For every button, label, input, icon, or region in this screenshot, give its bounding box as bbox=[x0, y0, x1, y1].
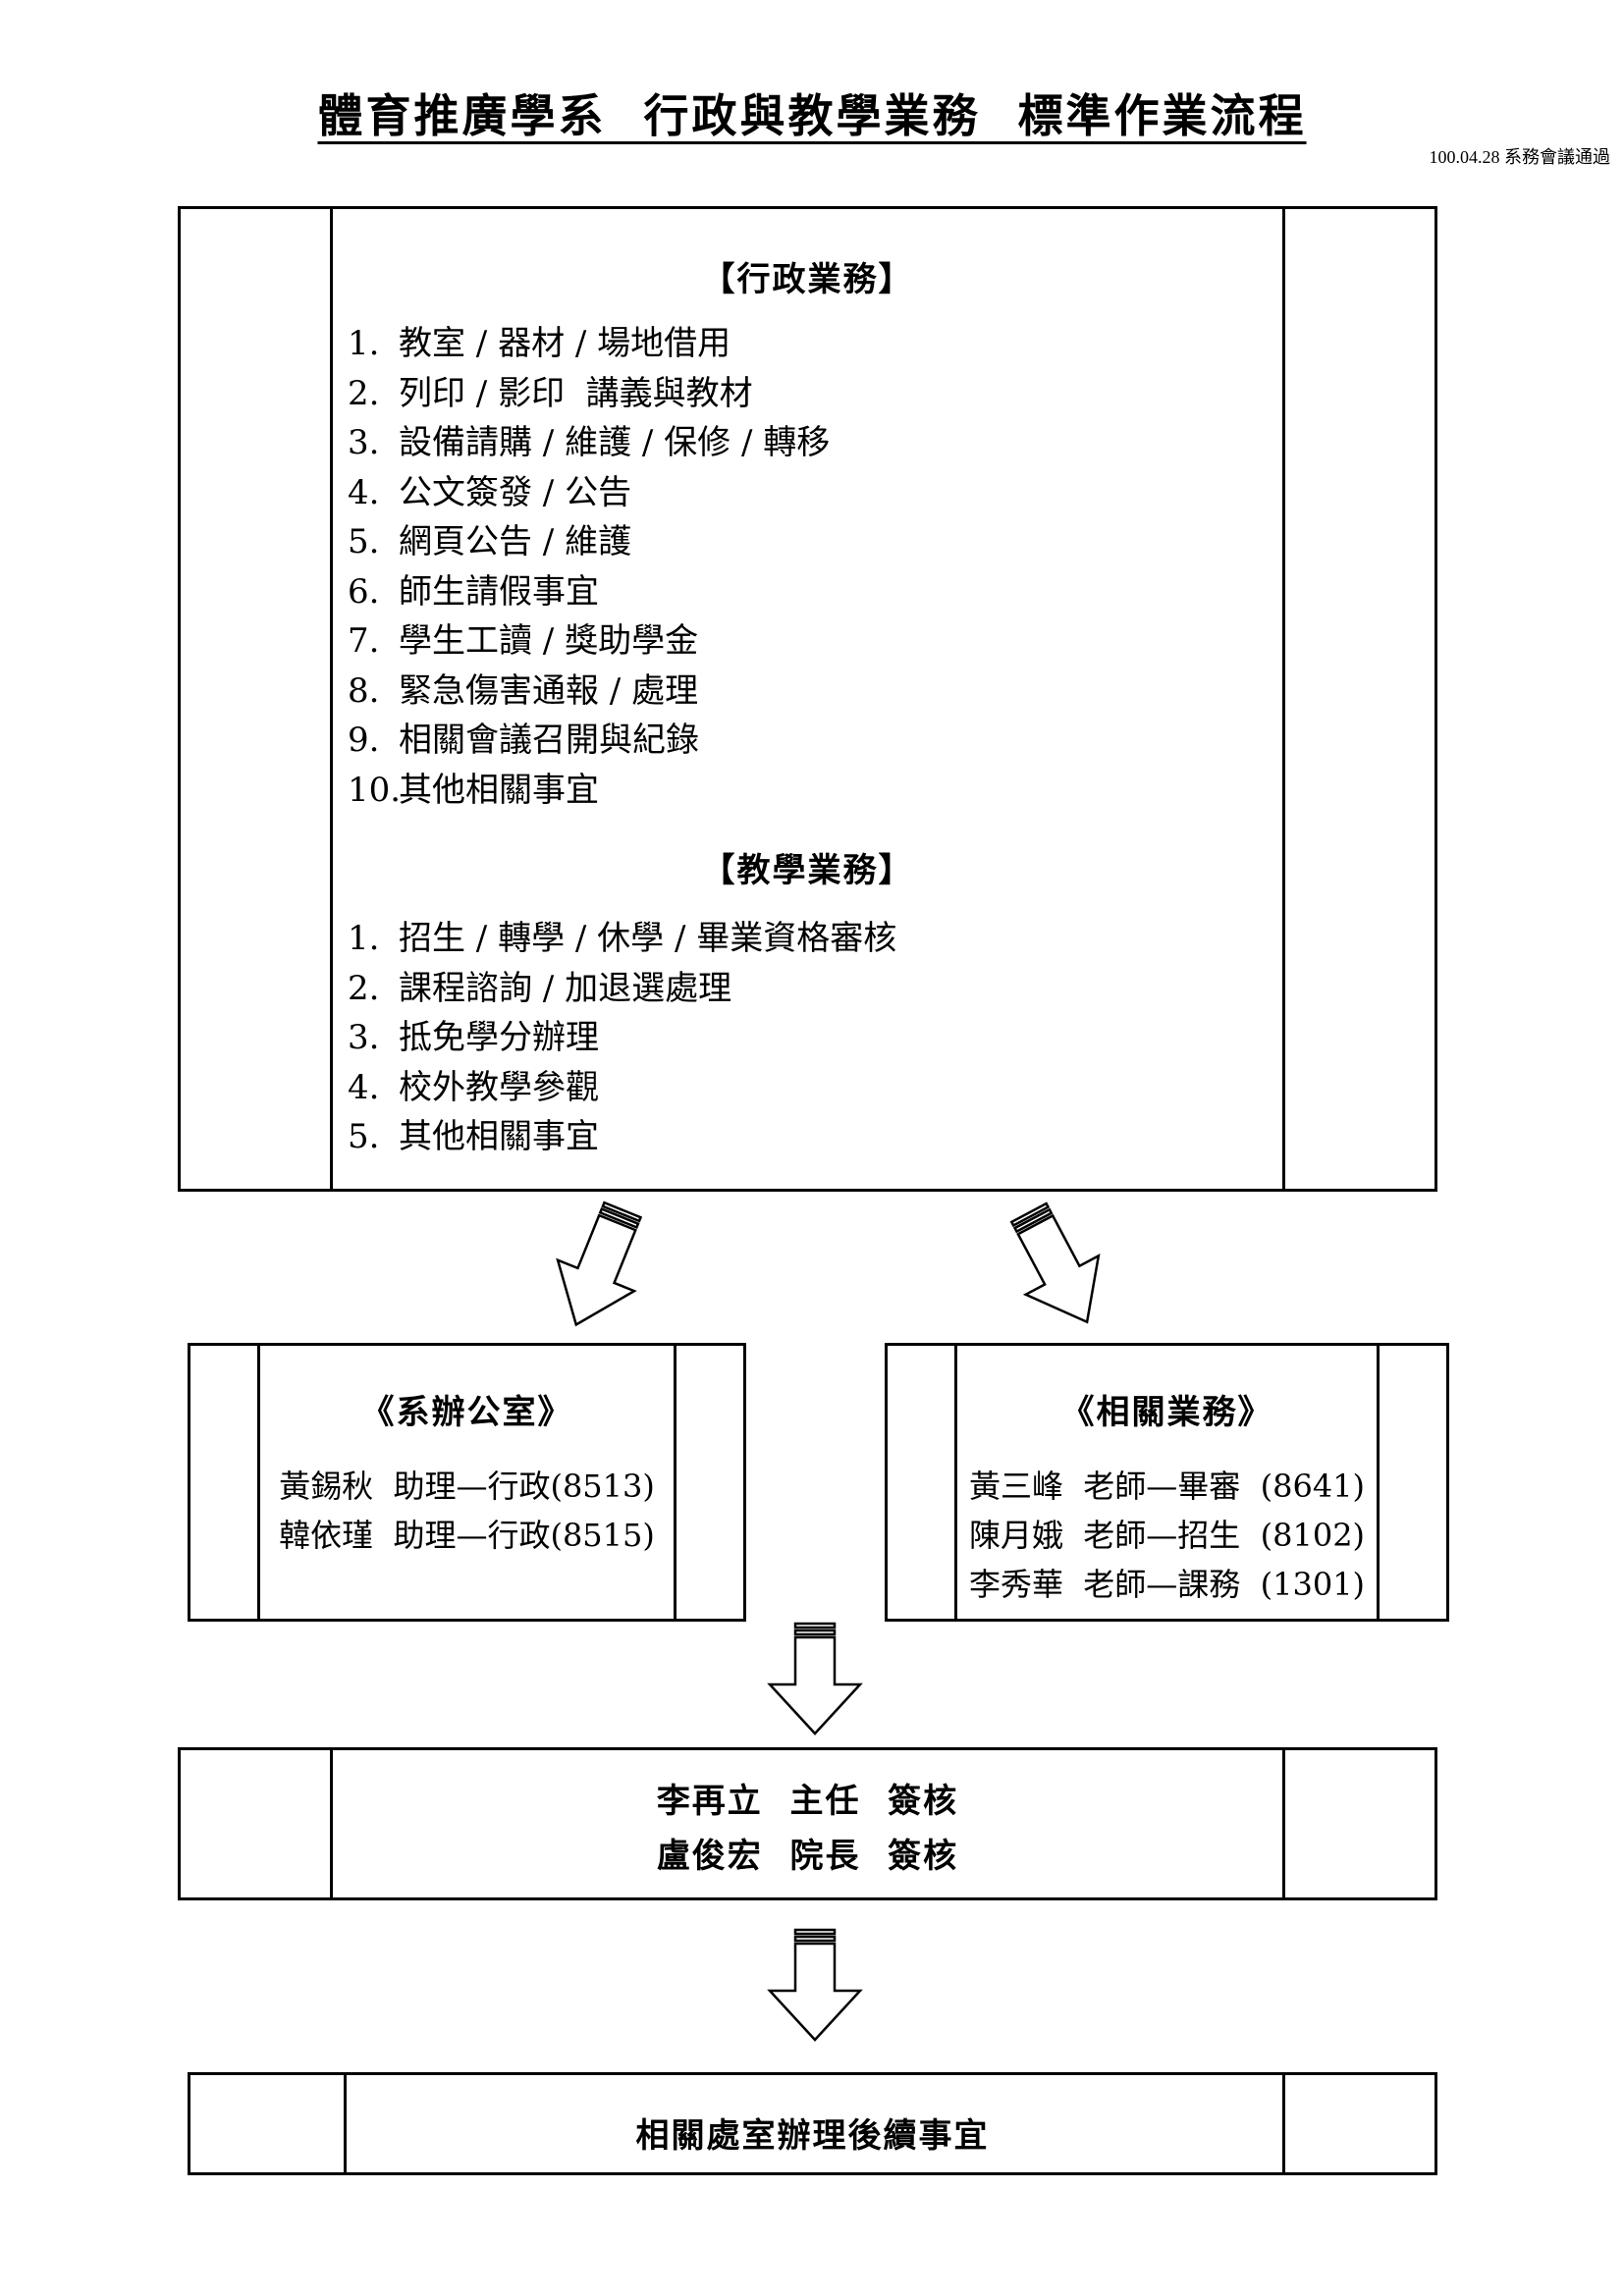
admin-duties-item-number: 7. bbox=[348, 621, 380, 661]
admin-duties-heading: 【行政業務】 bbox=[701, 260, 914, 299]
teaching-duties-list: 1. 招生 / 轉學 / 休學 / 畢業資格審核 2. 課程諮詢 / 加退選處理 3. 抵… bbox=[348, 914, 896, 1162]
office-box-left-panel bbox=[190, 1346, 260, 1619]
admin-duties-item-number: 9. bbox=[348, 721, 380, 760]
admin-duties-item: 2. 列印 / 影印 講義與教材 bbox=[348, 369, 830, 419]
followup-box-left-panel bbox=[190, 2075, 347, 2172]
document-title: 體育推廣學系 行政與教學業務 標準作業流程 bbox=[0, 80, 1624, 145]
related-heading: 《相關業務》 bbox=[1060, 1393, 1273, 1432]
related-staff-2: 陳月娥 老師—招生 (8102) bbox=[968, 1517, 1366, 1554]
approval-dean: 盧俊宏 院長 簽核 bbox=[656, 1837, 959, 1876]
admin-duties-item: 8. 緊急傷害通報 / 處理 bbox=[348, 667, 830, 717]
admin-duties-item-text: 相關會議召開與紀錄 bbox=[399, 721, 699, 760]
duties-box: 【行政業務】 1. 教室 / 器材 / 場地借用 2. 列印 / 影印 講義與教材 3.… bbox=[178, 206, 1437, 1192]
teaching-duties-item: 3. 抵免學分辦理 bbox=[348, 1013, 896, 1063]
related-box-left-panel bbox=[888, 1346, 957, 1619]
teaching-duties-item-text: 校外教學參觀 bbox=[399, 1067, 599, 1107]
admin-duties-item-text: 教室 / 器材 / 場地借用 bbox=[399, 324, 731, 363]
admin-duties-item: 7. 學生工讀 / 獎助學金 bbox=[348, 616, 830, 667]
admin-duties-item-text: 師生請假事宜 bbox=[399, 571, 599, 612]
admin-duties-item: 5. 網頁公告 / 維護 bbox=[348, 517, 830, 567]
duties-box-left-panel bbox=[181, 209, 333, 1189]
related-staff-1: 黃三峰 老師—畢審 (8641) bbox=[968, 1468, 1366, 1505]
teaching-duties-item: 5. 其他相關事宜 bbox=[348, 1112, 896, 1162]
teaching-duties-item-number: 3. bbox=[348, 1018, 380, 1057]
followup-box: 相關處室辦理後續事宜 bbox=[188, 2072, 1437, 2175]
approvals-box: 李再立 主任 簽核 盧俊宏 院長 簽核 bbox=[178, 1747, 1437, 1900]
office-heading: 《系辦公室》 bbox=[360, 1393, 573, 1432]
admin-duties-item-number: 2. bbox=[348, 373, 380, 413]
admin-duties-list: 1. 教室 / 器材 / 場地借用 2. 列印 / 影印 講義與教材 3. 設備請購 / … bbox=[348, 319, 830, 815]
admin-duties-item: 3. 設備請購 / 維護 / 保修 / 轉移 bbox=[348, 418, 830, 468]
arrow-to-approvals bbox=[767, 1622, 863, 1735]
teaching-duties-item-number: 2. bbox=[348, 968, 380, 1008]
office-staff-2: 韓依瑾 助理—行政(8515) bbox=[279, 1517, 655, 1554]
teaching-duties-item: 2. 課程諮詢 / 加退選處理 bbox=[348, 964, 896, 1014]
related-box-right-panel bbox=[1377, 1346, 1446, 1619]
teaching-duties-item-text: 其他相關事宜 bbox=[399, 1117, 599, 1156]
office-box: 《系辦公室》 黃錫秋 助理—行政(8513) 韓依瑾 助理—行政(8515) bbox=[188, 1343, 746, 1622]
admin-duties-item-number: 10. bbox=[348, 770, 402, 810]
admin-duties-item-text: 公文簽發 / 公告 bbox=[399, 472, 632, 512]
admin-duties-item: 6. 師生請假事宜 bbox=[348, 567, 830, 617]
related-staff-3: 李秀華 老師—課務 (1301) bbox=[968, 1566, 1366, 1603]
admin-duties-item-text: 網頁公告 / 維護 bbox=[399, 522, 632, 561]
duties-box-right-panel bbox=[1282, 209, 1435, 1189]
teaching-duties-item: 1. 招生 / 轉學 / 休學 / 畢業資格審核 bbox=[348, 914, 896, 964]
office-box-right-panel bbox=[674, 1346, 743, 1619]
admin-duties-item-text: 其他相關事宜 bbox=[399, 770, 599, 810]
admin-duties-item-number: 5. bbox=[348, 522, 380, 561]
teaching-duties-item-number: 4. bbox=[348, 1067, 380, 1107]
approvals-box-left-panel bbox=[181, 1750, 333, 1897]
teaching-duties-item-text: 招生 / 轉學 / 休學 / 畢業資格審核 bbox=[399, 919, 897, 958]
admin-duties-item: 1. 教室 / 器材 / 場地借用 bbox=[348, 319, 830, 369]
admin-duties-item: 10.其他相關事宜 bbox=[348, 766, 830, 816]
teaching-duties-item: 4. 校外教學參觀 bbox=[348, 1063, 896, 1113]
admin-duties-item-text: 緊急傷害通報 / 處理 bbox=[399, 670, 699, 711]
admin-duties-item: 9. 相關會議召開與紀錄 bbox=[348, 716, 830, 766]
admin-duties-item-number: 8. bbox=[348, 670, 380, 711]
teaching-duties-item-number: 1. bbox=[348, 919, 380, 958]
document-title-text: 體育推廣學系 行政與教學業務 標準作業流程 bbox=[317, 89, 1307, 142]
followup-text: 相關處室辦理後續事宜 bbox=[635, 2116, 990, 2156]
approval-chair: 李再立 主任 簽核 bbox=[656, 1782, 959, 1821]
teaching-duties-item-text: 抵免學分辦理 bbox=[399, 1018, 599, 1057]
teaching-duties-item-text: 課程諮詢 / 加退選處理 bbox=[399, 968, 732, 1008]
arrow-to-related bbox=[1009, 1201, 1101, 1324]
related-duties-box: 《相關業務》 黃三峰 老師—畢審 (8641) 陳月娥 老師—招生 (8102)… bbox=[885, 1343, 1449, 1622]
admin-duties-item-text: 學生工讀 / 獎助學金 bbox=[399, 621, 699, 661]
admin-duties-item-number: 1. bbox=[348, 324, 380, 363]
admin-duties-item-text: 列印 / 影印 講義與教材 bbox=[399, 373, 753, 413]
admin-duties-item-text: 設備請購 / 維護 / 保修 / 轉移 bbox=[399, 423, 831, 462]
arrow-to-office bbox=[556, 1201, 643, 1327]
approval-note: 100.04.28 系務會議通過 bbox=[1429, 147, 1611, 167]
admin-duties-item-number: 3. bbox=[348, 423, 380, 462]
followup-box-right-panel bbox=[1282, 2075, 1435, 2172]
admin-duties-item-number: 4. bbox=[348, 472, 380, 512]
office-staff-1: 黃錫秋 助理—行政(8513) bbox=[279, 1468, 655, 1505]
teaching-duties-item-number: 5. bbox=[348, 1117, 380, 1156]
approvals-box-right-panel bbox=[1282, 1750, 1435, 1897]
admin-duties-item-number: 6. bbox=[348, 571, 380, 612]
arrow-to-followup bbox=[767, 1928, 863, 2042]
admin-duties-item: 4. 公文簽發 / 公告 bbox=[348, 468, 830, 518]
teaching-duties-heading: 【教學業務】 bbox=[701, 851, 914, 890]
